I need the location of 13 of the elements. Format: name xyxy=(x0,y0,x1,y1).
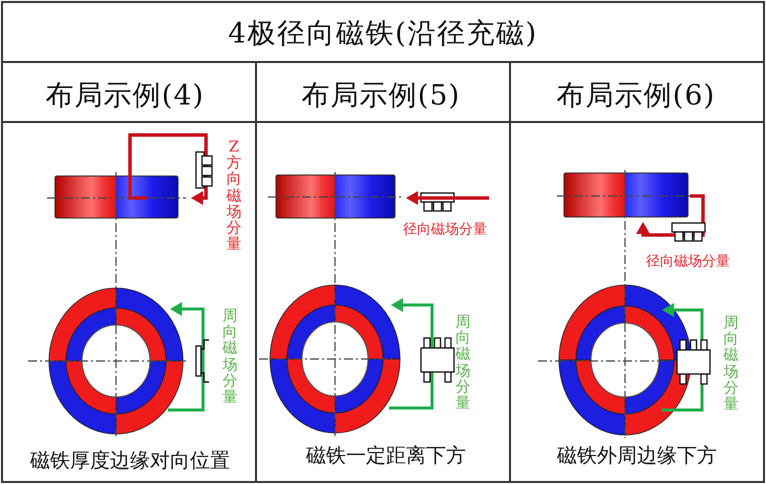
panel-caption: 磁铁外周边缘下方 xyxy=(557,444,717,466)
field-label: 周向磁场分量 xyxy=(724,314,738,412)
field-label: 周向磁场分量 xyxy=(456,313,470,411)
panel-caption: 磁铁厚度边缘对向位置 xyxy=(30,449,230,471)
field-label: 径向磁场分量 xyxy=(646,254,730,270)
field-label: 径向磁场分量 xyxy=(403,222,487,238)
field-label: 周向磁场分量 xyxy=(222,307,238,405)
column-header: 布局示例(4) xyxy=(46,80,204,112)
table-title: 4极径向磁铁(沿径充磁) xyxy=(228,18,538,50)
column-header: 布局示例(5) xyxy=(302,80,460,112)
field-label: Z方向磁场分量 xyxy=(226,138,242,252)
column-header: 布局示例(6) xyxy=(556,80,716,112)
panel-caption: 磁铁一定距离下方 xyxy=(306,444,466,466)
